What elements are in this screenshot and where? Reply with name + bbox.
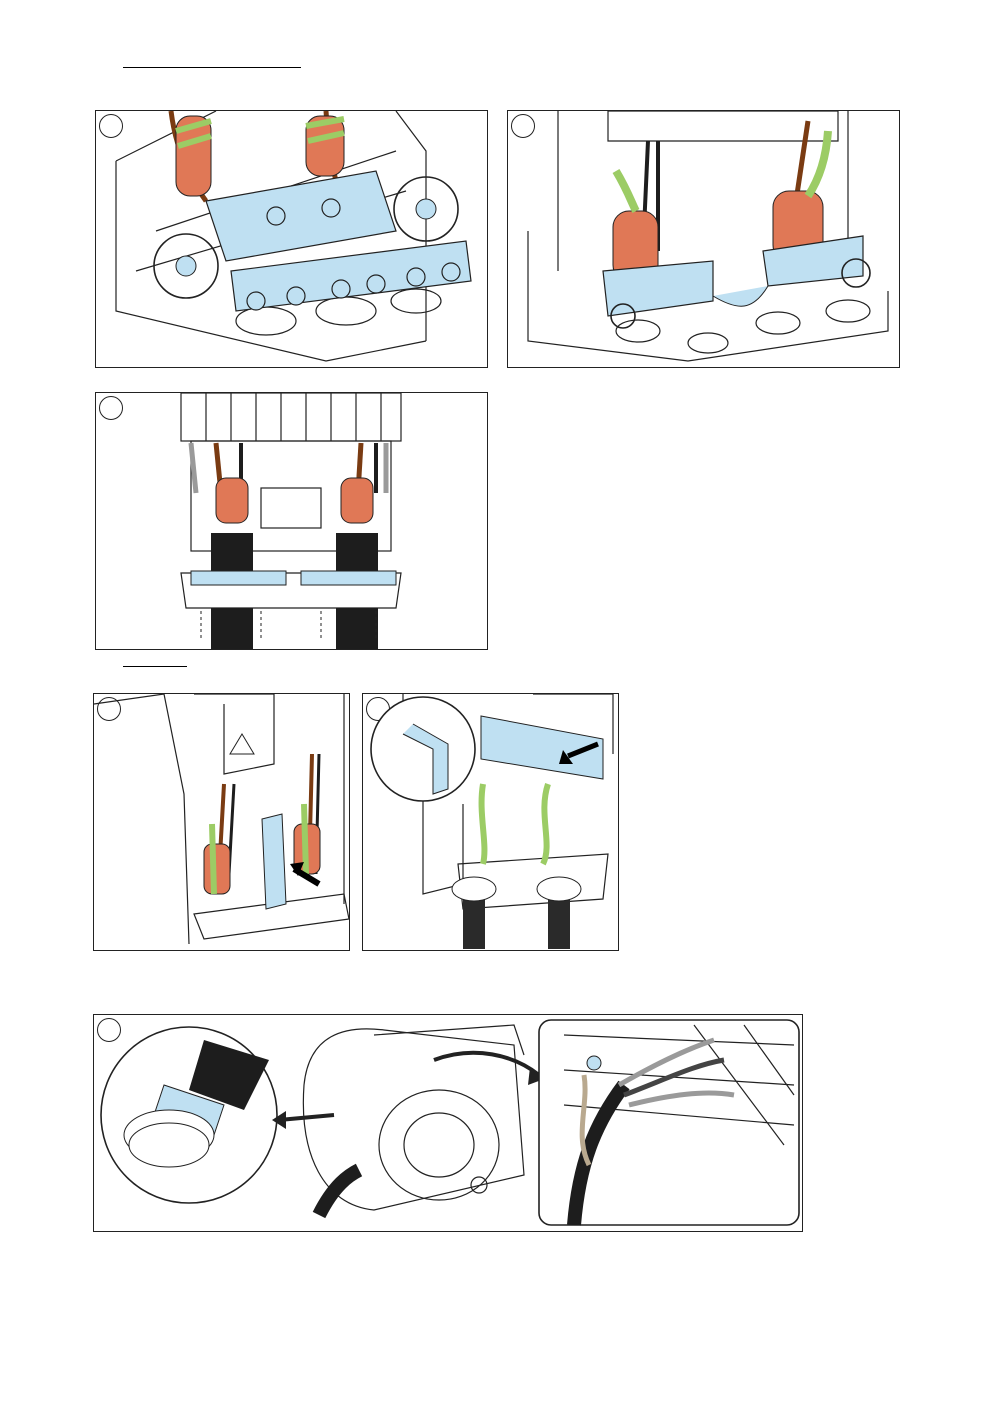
installed-clamps-illustration <box>508 111 900 368</box>
section-1-heading-underline <box>123 67 301 68</box>
remove-cover-illustration <box>363 694 619 951</box>
figure-4-insert-plate <box>93 693 350 951</box>
figure-5-remove-cover <box>362 693 619 951</box>
motor-grounding-illustration <box>94 1015 803 1232</box>
clamp-plate-illustration <box>96 111 488 368</box>
figure-6-motor-grounding <box>93 1014 803 1232</box>
insert-plate-illustration <box>94 694 350 951</box>
zoom-circle-icon <box>371 697 475 801</box>
section-2-heading-underline <box>123 666 187 667</box>
figure-2-installed-clamps <box>507 110 900 368</box>
figure-3-front-view <box>95 392 488 650</box>
front-view-illustration <box>96 393 488 650</box>
figure-1-clamp-plate <box>95 110 488 368</box>
